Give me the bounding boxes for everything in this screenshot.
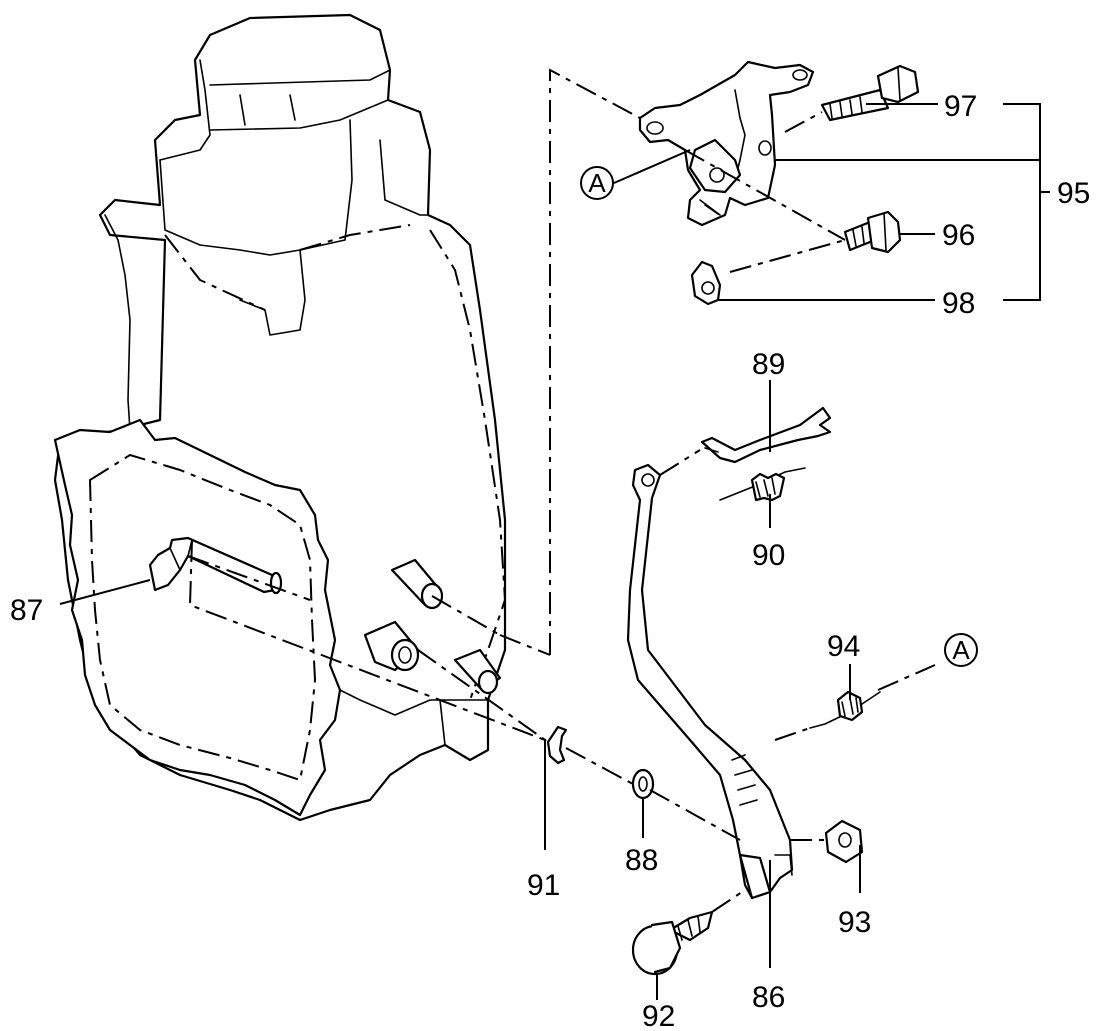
callout-a-spring-label: A — [952, 635, 970, 665]
square-nut — [824, 819, 864, 864]
bushing-lower-left — [363, 620, 420, 672]
part-number-91: 91 — [527, 869, 560, 902]
governor-spring — [700, 406, 832, 464]
part-number-labels: 87 91 88 93 92 86 89 90 94 97 96 98 95 — [10, 90, 1090, 1031]
callout-a-spring: A — [944, 633, 978, 667]
bolt-long — [820, 64, 920, 122]
flat-washer — [631, 768, 655, 800]
governor-arm — [626, 463, 794, 900]
control-bracket — [638, 60, 815, 227]
engine-housing — [53, 13, 507, 822]
e-clip — [546, 725, 568, 765]
callout-a-bracket: A — [580, 166, 614, 200]
assembly-centerlines — [187, 68, 936, 913]
part-number-90: 90 — [752, 539, 785, 572]
part-number-92: 92 — [642, 1000, 675, 1031]
part-number-93: 93 — [838, 906, 871, 939]
tab-washer — [690, 260, 722, 306]
return-spring — [719, 467, 806, 502]
part-number-96: 96 — [942, 219, 975, 252]
part-number-86: 86 — [752, 981, 785, 1014]
clamp-bolt — [631, 910, 714, 976]
leader-lines — [59, 103, 1050, 1000]
part-number-88: 88 — [625, 844, 658, 877]
part-number-95: 95 — [1057, 177, 1090, 210]
part-number-98: 98 — [942, 287, 975, 320]
part-number-87: 87 — [10, 594, 43, 627]
bolt-short — [843, 210, 902, 254]
part-number-89: 89 — [752, 348, 785, 381]
part-number-94: 94 — [827, 630, 860, 663]
bushing-lower-right — [453, 648, 502, 695]
callout-a-bracket-label: A — [588, 168, 606, 198]
part-number-97: 97 — [944, 90, 977, 123]
throttle-spring — [809, 690, 881, 729]
